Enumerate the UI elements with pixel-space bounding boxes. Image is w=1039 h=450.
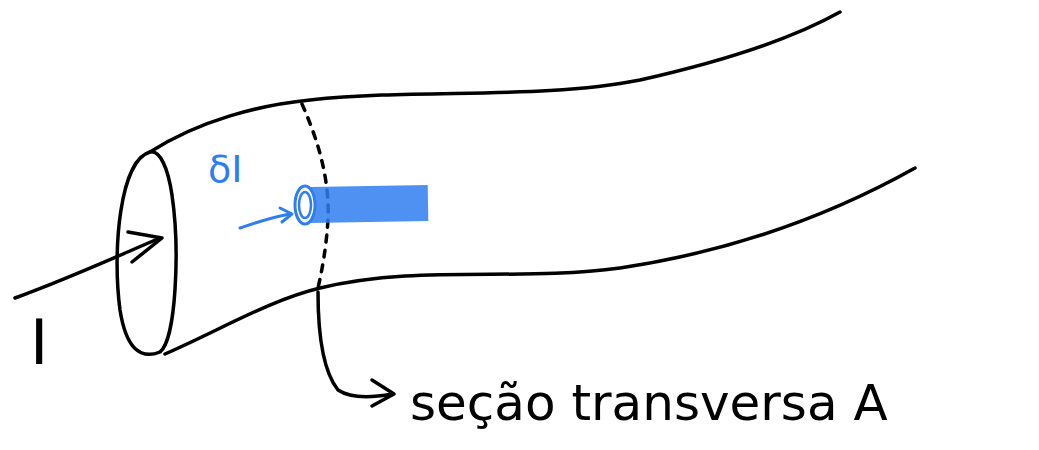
current-arrow: [15, 238, 160, 298]
cross-section-label: seção transversa A: [410, 378, 888, 428]
current-arrowhead: [128, 232, 162, 262]
leader-arrowhead: [372, 380, 394, 406]
wire-outline: [150, 12, 840, 152]
current-element-label: δI: [208, 150, 242, 188]
current-label: I: [30, 312, 48, 374]
current-tube: [240, 186, 428, 228]
wire-outline: [165, 168, 915, 354]
leader-line: [318, 292, 392, 397]
